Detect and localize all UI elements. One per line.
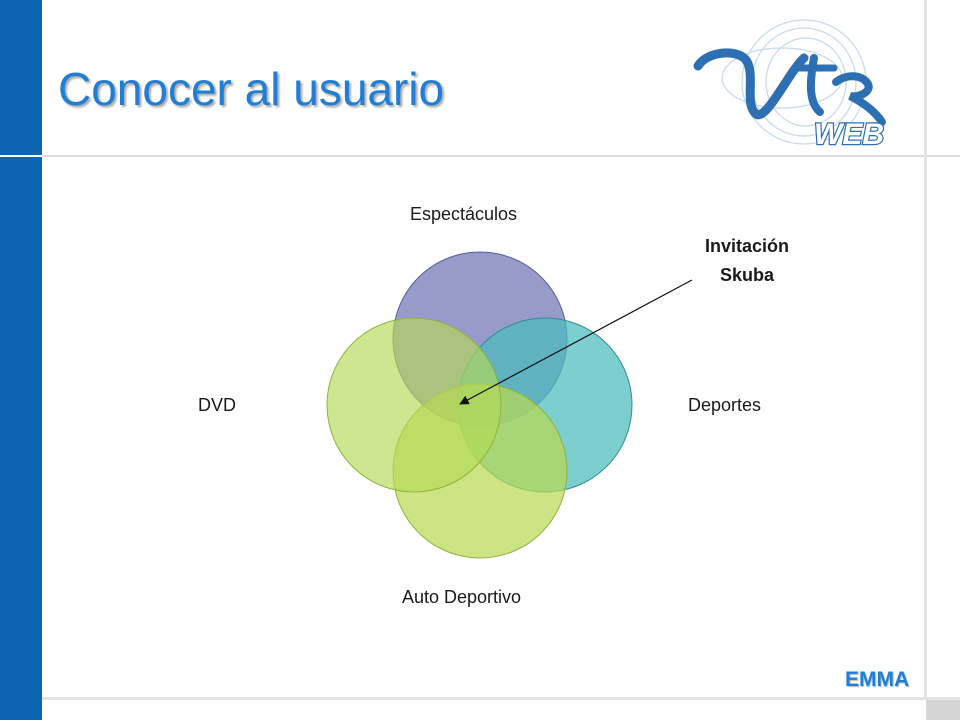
callout-invitacion-skuba: Invitación Skuba — [672, 232, 822, 290]
logo-mark — [693, 48, 886, 126]
logo-web-text: WEB — [814, 118, 884, 150]
callout-line-2: Skuba — [719, 265, 775, 285]
right-border-line — [924, 0, 927, 700]
label-auto-deportivo: Auto Deportivo — [402, 587, 522, 607]
label-deportes: Deportes — [688, 395, 762, 415]
vtr-web-logo: WEB — [693, 19, 886, 150]
left-accent-bar — [0, 0, 42, 720]
callout-arrow — [459, 279, 693, 405]
title-divider — [0, 155, 960, 157]
bottom-border-line — [42, 697, 960, 700]
callout-line-1: Invitación — [704, 236, 789, 256]
footer-tag: EMMA — [845, 668, 910, 691]
label-espectaculos: Espectáculos — [410, 204, 518, 224]
page-title: Conocer al usuario — [58, 63, 445, 115]
label-dvd: DVD — [198, 395, 237, 415]
circle-dvd — [326, 317, 502, 493]
corner-block — [926, 700, 960, 720]
title-divider-notch — [0, 155, 42, 157]
